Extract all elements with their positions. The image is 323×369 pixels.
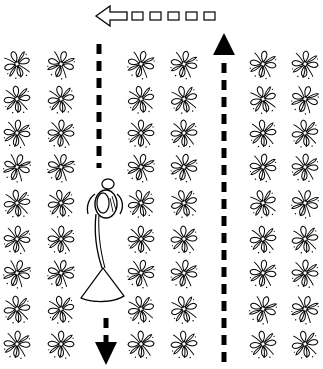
plant-3-3 (128, 120, 154, 148)
plant-5-8 (246, 292, 280, 327)
plant-5-4 (248, 153, 277, 184)
plant-2-1 (44, 48, 77, 82)
plant-5-3 (249, 119, 278, 149)
plant-6-3 (290, 118, 320, 149)
plant-3-6 (128, 226, 154, 254)
plant-3-9 (128, 331, 155, 360)
plant-6-5 (288, 187, 321, 221)
plant-1-3 (3, 119, 32, 149)
plant-2-6 (47, 226, 74, 255)
plant-3-4 (125, 151, 157, 184)
plant-1-8 (2, 294, 32, 325)
plant-6-8 (288, 293, 321, 327)
arrow-left-outline-icon (96, 6, 127, 26)
plant-4-6 (170, 225, 198, 254)
plant-1-1 (0, 47, 34, 82)
plant-4-7 (169, 258, 199, 289)
plant-3-1 (125, 48, 157, 81)
plant-3-2 (125, 83, 157, 116)
plant-1-2 (3, 85, 32, 116)
plant-5-6 (249, 225, 278, 256)
arrow-down-icon (95, 342, 117, 365)
plant-5-1 (248, 49, 278, 80)
plant-5-9 (248, 329, 278, 360)
plant-6-1 (291, 50, 319, 80)
plant-3-7 (125, 258, 156, 291)
plant-2-7 (45, 257, 77, 290)
arrow-up-icon (213, 33, 235, 55)
plant-3-5 (125, 187, 157, 220)
plant-1-4 (0, 150, 34, 185)
plant-6-6 (290, 224, 320, 256)
plant-1-6 (3, 225, 31, 255)
plant-4-9 (170, 330, 198, 360)
plant-2-9 (48, 331, 74, 359)
plant-5-5 (246, 186, 280, 221)
plant-4-8 (168, 293, 201, 327)
plant-1-9 (3, 330, 31, 359)
plant-2-5 (46, 188, 77, 220)
plant-3-8 (125, 293, 157, 326)
plant-5-2 (246, 82, 280, 117)
plant-2-8 (46, 294, 77, 327)
plant-4-5 (168, 187, 201, 221)
plant-4-3 (170, 119, 197, 148)
plant-4-2 (168, 83, 201, 117)
sprayer-operator-icon (80, 179, 124, 302)
plant-6-9 (290, 329, 321, 361)
plant-2-4 (44, 151, 77, 185)
plant-1-7 (0, 257, 33, 291)
plant-4-1 (168, 49, 199, 81)
plant-6-7 (291, 259, 318, 288)
top-return-path (96, 6, 215, 26)
plant-grid (0, 47, 321, 361)
plant-1-5 (2, 188, 32, 219)
plant-2-3 (47, 119, 74, 148)
plant-6-4 (291, 153, 319, 182)
plant-6-2 (288, 83, 321, 117)
plant-4-4 (169, 152, 199, 184)
plant-5-7 (249, 259, 278, 289)
plant-2-2 (46, 84, 76, 116)
right-travel-path (213, 33, 235, 362)
